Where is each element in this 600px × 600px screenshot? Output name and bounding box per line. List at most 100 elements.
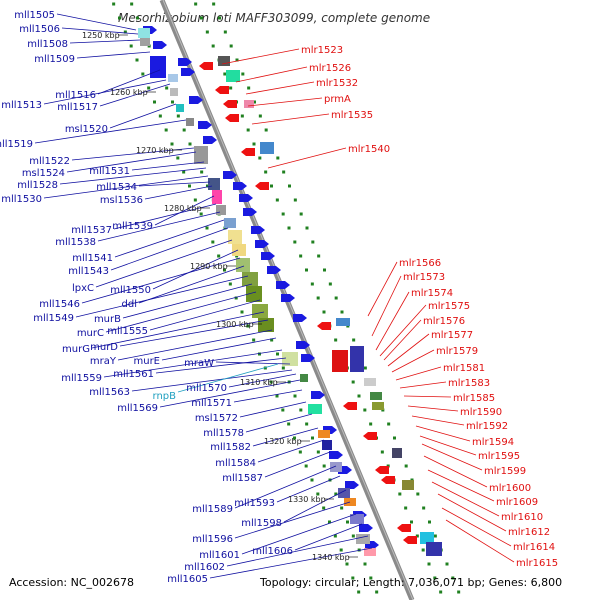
gene-label-mll1509[interactable]: mll1509 — [34, 54, 75, 65]
gene-label-mlr1526[interactable]: mlr1526 — [309, 63, 351, 74]
gene-label-murC[interactable]: murC — [77, 328, 104, 339]
gene-label-mlr1595[interactable]: mlr1595 — [478, 451, 520, 462]
gene-label-mlr1614[interactable]: mlr1614 — [513, 542, 555, 553]
gene-arrow[interactable] — [267, 266, 281, 274]
gene-label-mll1537[interactable]: mll1537 — [71, 225, 112, 236]
gene-block[interactable] — [176, 104, 184, 112]
gene-block[interactable] — [420, 532, 434, 544]
gene-block[interactable] — [308, 404, 322, 414]
gene-label-mll1587[interactable]: mll1587 — [222, 473, 263, 484]
gene-arrow[interactable] — [317, 322, 331, 330]
gene-block[interactable] — [236, 258, 250, 272]
gene-block[interactable] — [350, 346, 364, 372]
gene-block[interactable] — [330, 462, 342, 472]
gene-label-mll1528[interactable]: mll1528 — [17, 180, 58, 191]
gene-label-mll1593[interactable]: mll1593 — [234, 498, 275, 509]
gene-label-mll1531[interactable]: mll1531 — [89, 166, 130, 177]
gene-arrow[interactable] — [199, 62, 213, 70]
gene-block[interactable] — [140, 38, 150, 46]
gene-label-mll1543[interactable]: mll1543 — [68, 266, 109, 277]
gene-block[interactable] — [300, 374, 308, 382]
gene-label-mll1519[interactable]: mll1519 — [0, 139, 33, 150]
gene-arrow[interactable] — [241, 148, 255, 156]
gene-label-mll1541[interactable]: mll1541 — [72, 253, 113, 264]
gene-label-mll1589[interactable]: mll1589 — [192, 504, 233, 515]
gene-block[interactable] — [318, 430, 330, 438]
gene-block[interactable] — [232, 244, 246, 256]
gene-arrow[interactable] — [375, 466, 389, 474]
gene-arrow[interactable] — [381, 476, 395, 484]
gene-block[interactable] — [138, 28, 150, 38]
gene-label-mlr1594[interactable]: mlr1594 — [472, 437, 514, 448]
gene-label-mraY[interactable]: mraY — [90, 356, 117, 367]
gene-label-mll1605[interactable]: mll1605 — [167, 574, 208, 585]
gene-block[interactable] — [228, 230, 242, 244]
gene-label-mll1513[interactable]: mll1513 — [1, 100, 42, 111]
gene-label-mlr1577[interactable]: mlr1577 — [431, 330, 473, 341]
gene-label-mll1578[interactable]: mll1578 — [203, 428, 244, 439]
gene-label-mll1596[interactable]: mll1596 — [192, 534, 233, 545]
gene-label-lpxC[interactable]: lpxC — [72, 283, 94, 294]
gene-block[interactable] — [372, 402, 384, 410]
gene-arrow[interactable] — [181, 68, 195, 76]
gene-label-mll1598[interactable]: mll1598 — [241, 518, 282, 529]
gene-block[interactable] — [226, 70, 240, 82]
gene-label-mll1517[interactable]: mll1517 — [57, 102, 98, 113]
gene-label-mlr1599[interactable]: mlr1599 — [484, 466, 526, 477]
gene-label-mlr1609[interactable]: mlr1609 — [496, 497, 538, 508]
gene-block[interactable] — [282, 352, 298, 366]
gene-block[interactable] — [194, 146, 208, 164]
gene-arrow[interactable] — [261, 252, 275, 260]
gene-label-murG[interactable]: murG — [62, 344, 90, 355]
gene-label-mll1546[interactable]: mll1546 — [39, 299, 80, 310]
gene-arrow[interactable] — [343, 402, 357, 410]
gene-arrow[interactable] — [276, 281, 290, 289]
gene-label-mlr1581[interactable]: mlr1581 — [443, 363, 485, 374]
gene-arrow[interactable] — [251, 226, 265, 234]
gene-arrow[interactable] — [215, 86, 229, 94]
gene-label-mll1505[interactable]: mll1505 — [14, 10, 55, 21]
gene-label-mll1584[interactable]: mll1584 — [215, 458, 256, 469]
gene-block[interactable] — [212, 190, 222, 204]
gene-label-mlr1600[interactable]: mlr1600 — [489, 483, 531, 494]
gene-label-mll1571[interactable]: mll1571 — [191, 398, 232, 409]
gene-label-mll1569[interactable]: mll1569 — [117, 403, 158, 414]
gene-label-mlr1592[interactable]: mlr1592 — [466, 421, 508, 432]
gene-label-mlr1576[interactable]: mlr1576 — [423, 316, 465, 327]
gene-label-rnpB[interactable]: rnpB — [153, 391, 177, 402]
gene-block[interactable] — [218, 56, 230, 66]
gene-label-mlr1583[interactable]: mlr1583 — [448, 378, 490, 389]
gene-label-mll1601[interactable]: mll1601 — [199, 550, 240, 561]
gene-arrow[interactable] — [243, 208, 257, 216]
gene-label-mll1570[interactable]: mll1570 — [186, 383, 227, 394]
gene-arrow[interactable] — [296, 341, 310, 349]
gene-arrow[interactable] — [329, 451, 343, 459]
gene-label-mll1555[interactable]: mll1555 — [107, 326, 148, 337]
gene-block[interactable] — [350, 514, 364, 524]
gene-label-mlr1612[interactable]: mlr1612 — [508, 527, 550, 538]
gene-block[interactable] — [258, 318, 274, 332]
gene-arrow[interactable] — [239, 194, 253, 202]
gene-label-msl1536[interactable]: msl1536 — [100, 195, 143, 206]
gene-block[interactable] — [392, 448, 402, 458]
gene-block[interactable] — [356, 534, 370, 544]
gene-block[interactable] — [224, 218, 236, 228]
gene-arrow[interactable] — [255, 240, 269, 248]
gene-label-mll1550[interactable]: mll1550 — [110, 285, 151, 296]
gene-label-mlr1523[interactable]: mlr1523 — [301, 45, 343, 56]
gene-label-mlr1573[interactable]: mlr1573 — [403, 272, 445, 283]
gene-arrow[interactable] — [203, 136, 217, 144]
gene-block[interactable] — [208, 178, 220, 190]
gene-arrow[interactable] — [178, 58, 192, 66]
gene-label-mlr1615[interactable]: mlr1615 — [516, 558, 558, 569]
gene-arrow[interactable] — [233, 182, 247, 190]
gene-block[interactable] — [244, 100, 254, 108]
gene-label-mll1582[interactable]: mll1582 — [210, 442, 251, 453]
gene-block[interactable] — [242, 272, 258, 286]
gene-arrow[interactable] — [255, 182, 269, 190]
gene-arrow[interactable] — [153, 41, 167, 49]
gene-label-mll1563[interactable]: mll1563 — [89, 387, 130, 398]
gene-label-mlr1575[interactable]: mlr1575 — [428, 301, 470, 312]
gene-label-mll1508[interactable]: mll1508 — [27, 39, 68, 50]
gene-label-msl1524[interactable]: msl1524 — [22, 168, 65, 179]
